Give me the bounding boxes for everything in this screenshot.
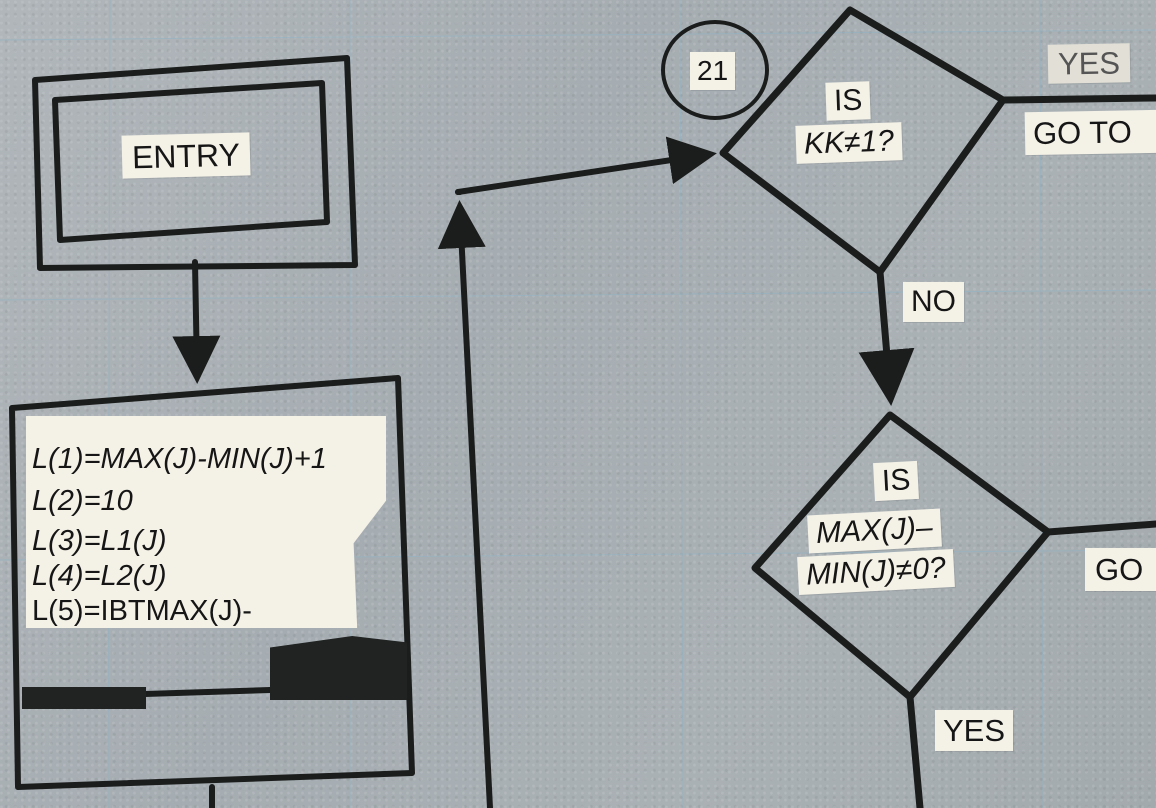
connector-number-text: 21 — [697, 55, 729, 86]
decision2-yes-label: YES — [935, 710, 1014, 751]
decision1-line2-text: KK≠1? — [803, 124, 895, 161]
entry-box-outer — [32, 55, 358, 271]
decision2-line1: IS — [873, 460, 920, 502]
flow-decision2-right — [1044, 520, 1156, 536]
code-line-5: L(5)=IBTMAX(J)- — [32, 595, 252, 627]
flow-decision2-yes — [906, 693, 924, 808]
code-line-4: L(4)=L2(J) — [32, 560, 167, 592]
flow-decision1-yes — [999, 94, 1156, 104]
flow-loop-to-decision1 — [455, 136, 717, 195]
decision2-line1-text: IS — [881, 463, 912, 498]
ink-patch-right — [270, 636, 407, 700]
decision2-line2: MAX(J)– — [807, 508, 942, 554]
decision1-line1-text: IS — [833, 83, 863, 118]
connector-circle — [661, 20, 769, 120]
decision2-yes-text: YES — [943, 713, 1006, 748]
decision1-goto-text: GO TO — [1032, 114, 1133, 152]
entry-box-inner — [52, 80, 330, 243]
decision1-yes-text: YES — [1057, 45, 1121, 82]
decision1-line1: IS — [825, 81, 872, 121]
decision1-no-label: NO — [903, 282, 964, 322]
connector-number: 21 — [690, 52, 736, 90]
decision2-line3: MIN(J)≠0? — [797, 548, 955, 596]
code-line-2: L(2)=10 — [32, 485, 133, 517]
ink-patch-left — [22, 687, 146, 709]
entry-label: ENTRY — [121, 132, 251, 179]
decision2-goto-text: GO — [1095, 552, 1144, 587]
process-box — [9, 375, 415, 790]
code-note — [26, 416, 386, 628]
decision1-line2: KK≠1? — [795, 122, 903, 164]
flow-entry-to-process — [172, 259, 221, 384]
decision2-goto-label: GO — [1085, 548, 1156, 591]
process-box-divider — [142, 687, 273, 697]
decision1-yes-label: YES — [1047, 43, 1131, 84]
decision1-no-text: NO — [911, 285, 956, 318]
decision1-goto-label: GO TO — [1024, 109, 1156, 156]
code-line-1: L(1)=MAX(J)-MIN(J)+1 — [32, 443, 327, 475]
entry-label-text: ENTRY — [131, 136, 241, 176]
flow-loop-up — [437, 200, 493, 808]
code-line-3: L(3)=L1(J) — [32, 525, 167, 557]
decision2-line2-text: MAX(J)– — [815, 510, 934, 551]
decision2-line3-text: MIN(J)≠0? — [805, 551, 947, 592]
flow-decision1-no — [858, 268, 915, 406]
